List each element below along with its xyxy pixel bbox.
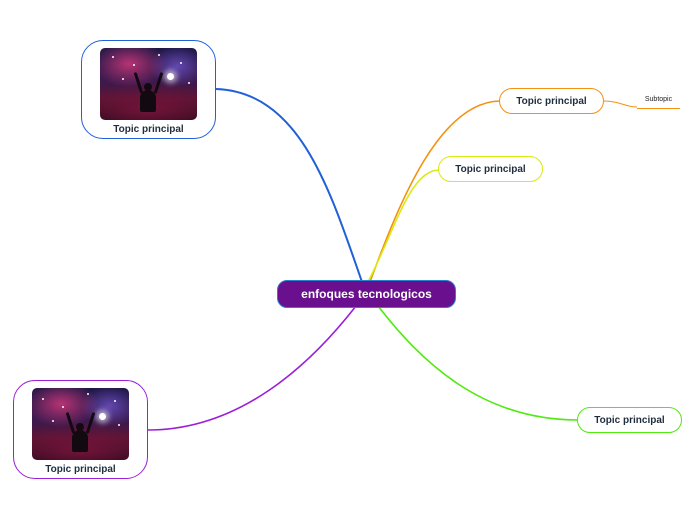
topic-node-orange[interactable]: Topic principal [499, 88, 604, 114]
topic-label: Topic principal [45, 464, 116, 475]
central-topic-node[interactable]: enfoques tecnologicos [277, 280, 456, 308]
connector-topic-green [377, 305, 579, 421]
night-sky-swimmer-image [100, 48, 197, 120]
subtopic-node[interactable]: Subtopic [637, 95, 680, 109]
topic-label: Topic principal [113, 124, 184, 135]
topic-label: Topic principal [594, 414, 665, 426]
topic-node-green[interactable]: Topic principal [577, 407, 682, 433]
subtopic-label: Subtopic [644, 96, 673, 103]
topic-node-yellow[interactable]: Topic principal [438, 156, 543, 182]
connector-topic-yellow [367, 169, 440, 283]
topic-node-blue[interactable]: Topic principal [81, 40, 216, 139]
topic-label: Topic principal [516, 95, 587, 107]
topic-label: Topic principal [455, 163, 526, 175]
night-sky-swimmer-image [32, 388, 129, 460]
connector-topic-purple [147, 305, 357, 431]
central-topic-label: enfoques tecnologicos [301, 287, 432, 301]
topic-node-purple[interactable]: Topic principal [13, 380, 148, 479]
connector-subtopic [602, 100, 638, 108]
connector-topic-blue [215, 88, 363, 283]
connector-topic-orange [369, 100, 501, 283]
